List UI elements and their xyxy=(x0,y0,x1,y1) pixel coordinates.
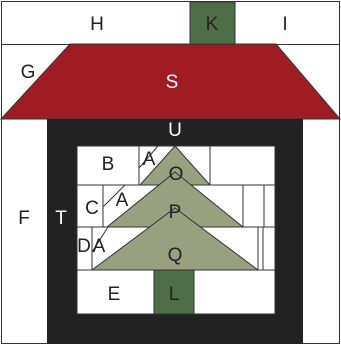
label-i: I xyxy=(282,14,287,35)
label-g: G xyxy=(21,62,36,83)
label-a-mid: A xyxy=(116,190,129,211)
label-s: S xyxy=(166,72,179,93)
label-u: U xyxy=(168,120,182,141)
label-b: B xyxy=(102,154,115,175)
label-e: E xyxy=(108,284,121,305)
label-d: D xyxy=(77,236,91,257)
label-p: P xyxy=(169,202,182,223)
label-l: L xyxy=(169,284,180,305)
label-o: O xyxy=(169,164,184,185)
label-a-top: A xyxy=(143,149,156,170)
label-k: K xyxy=(206,14,219,35)
label-c: C xyxy=(85,198,99,219)
label-h: H xyxy=(90,14,104,35)
label-a-low: A xyxy=(93,236,106,257)
label-f: F xyxy=(18,208,30,229)
label-q: Q xyxy=(168,245,183,266)
label-t: T xyxy=(55,208,67,229)
